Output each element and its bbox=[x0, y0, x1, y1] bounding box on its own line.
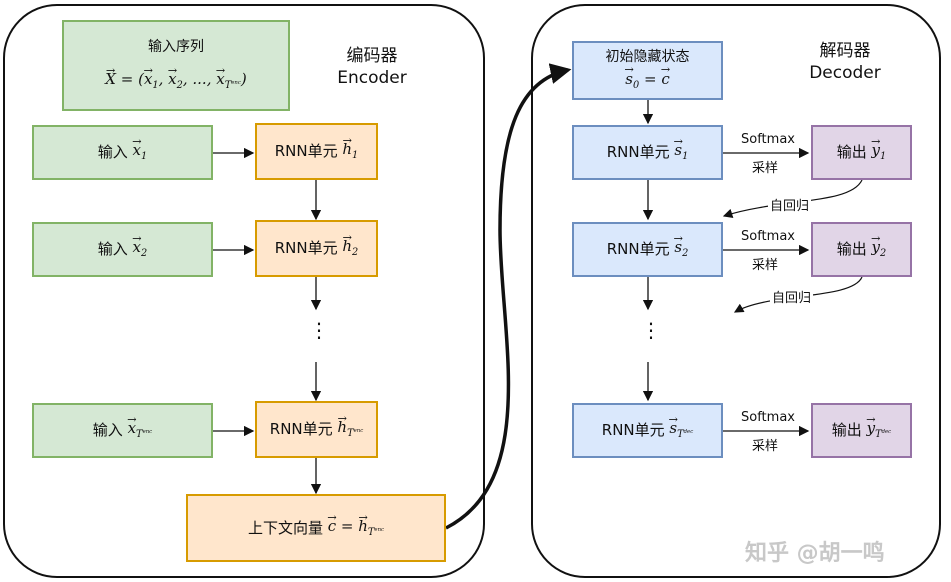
softmax-label-2: Softmax bbox=[741, 229, 795, 244]
context-vector-box: 上下文向量 c = hTenc bbox=[186, 494, 446, 562]
decoder-ellipsis: ⋮ bbox=[641, 318, 661, 342]
encoder-rnn-cell-3: RNN单元 hTenc bbox=[255, 401, 378, 458]
decoder-output-2: 输出 y2 bbox=[811, 222, 912, 277]
encoder-rnn-cell-2: RNN单元 h2 bbox=[255, 220, 378, 277]
sample-label-1: 采样 bbox=[752, 161, 779, 176]
watermark: 知乎 @胡一鸣 bbox=[745, 541, 885, 566]
input-sequence-label: 输入序列 bbox=[148, 38, 204, 55]
softmax-label-3: Softmax bbox=[741, 410, 795, 425]
decoder-title: 解码器 Decoder bbox=[795, 40, 895, 84]
decoder-title-en: Decoder bbox=[809, 63, 881, 84]
decoder-initial-label: 初始隐藏状态 bbox=[605, 49, 690, 66]
decoder-rnn-cell-1: RNN单元 s1 bbox=[572, 125, 723, 180]
decoder-output-1: 输出 y1 bbox=[811, 125, 912, 180]
encoder-ellipsis: ⋮ bbox=[309, 318, 329, 342]
encoder-title-en: Encoder bbox=[337, 68, 407, 89]
decoder-initial-formula: s0 = c bbox=[625, 70, 669, 92]
encoder-title: 编码器 Encoder bbox=[322, 45, 422, 89]
encoder-input-2: 输入 x2 bbox=[32, 222, 213, 277]
decoder-rnn-cell-3: RNN单元 sTdec bbox=[572, 403, 723, 458]
autoregressive-label-2: 自回归 bbox=[770, 287, 814, 306]
input-sequence-formula: X = (x1, x2, ..., xTenc) bbox=[105, 70, 246, 92]
arrow-context-to-decoder bbox=[445, 63, 572, 530]
sample-label-2: 采样 bbox=[752, 258, 779, 273]
encoder-input-3: 输入 xTenc bbox=[32, 403, 213, 458]
decoder-rnn-cell-2: RNN单元 s2 bbox=[572, 222, 723, 277]
decoder-title-cn: 解码器 bbox=[819, 41, 871, 61]
input-sequence-box: 输入序列 X = (x1, x2, ..., xTenc) bbox=[62, 20, 290, 111]
decoder-output-3: 输出 yTdec bbox=[811, 403, 912, 458]
encoder-rnn-cell-1: RNN单元 h1 bbox=[255, 123, 378, 180]
encoder-input-1: 输入 x1 bbox=[32, 125, 213, 180]
decoder-initial-state: 初始隐藏状态 s0 = c bbox=[572, 41, 723, 100]
softmax-label-1: Softmax bbox=[741, 132, 795, 147]
autoregressive-label-1: 自回归 bbox=[768, 195, 812, 214]
sample-label-3: 采样 bbox=[752, 439, 779, 454]
encoder-title-cn: 编码器 bbox=[346, 46, 398, 66]
